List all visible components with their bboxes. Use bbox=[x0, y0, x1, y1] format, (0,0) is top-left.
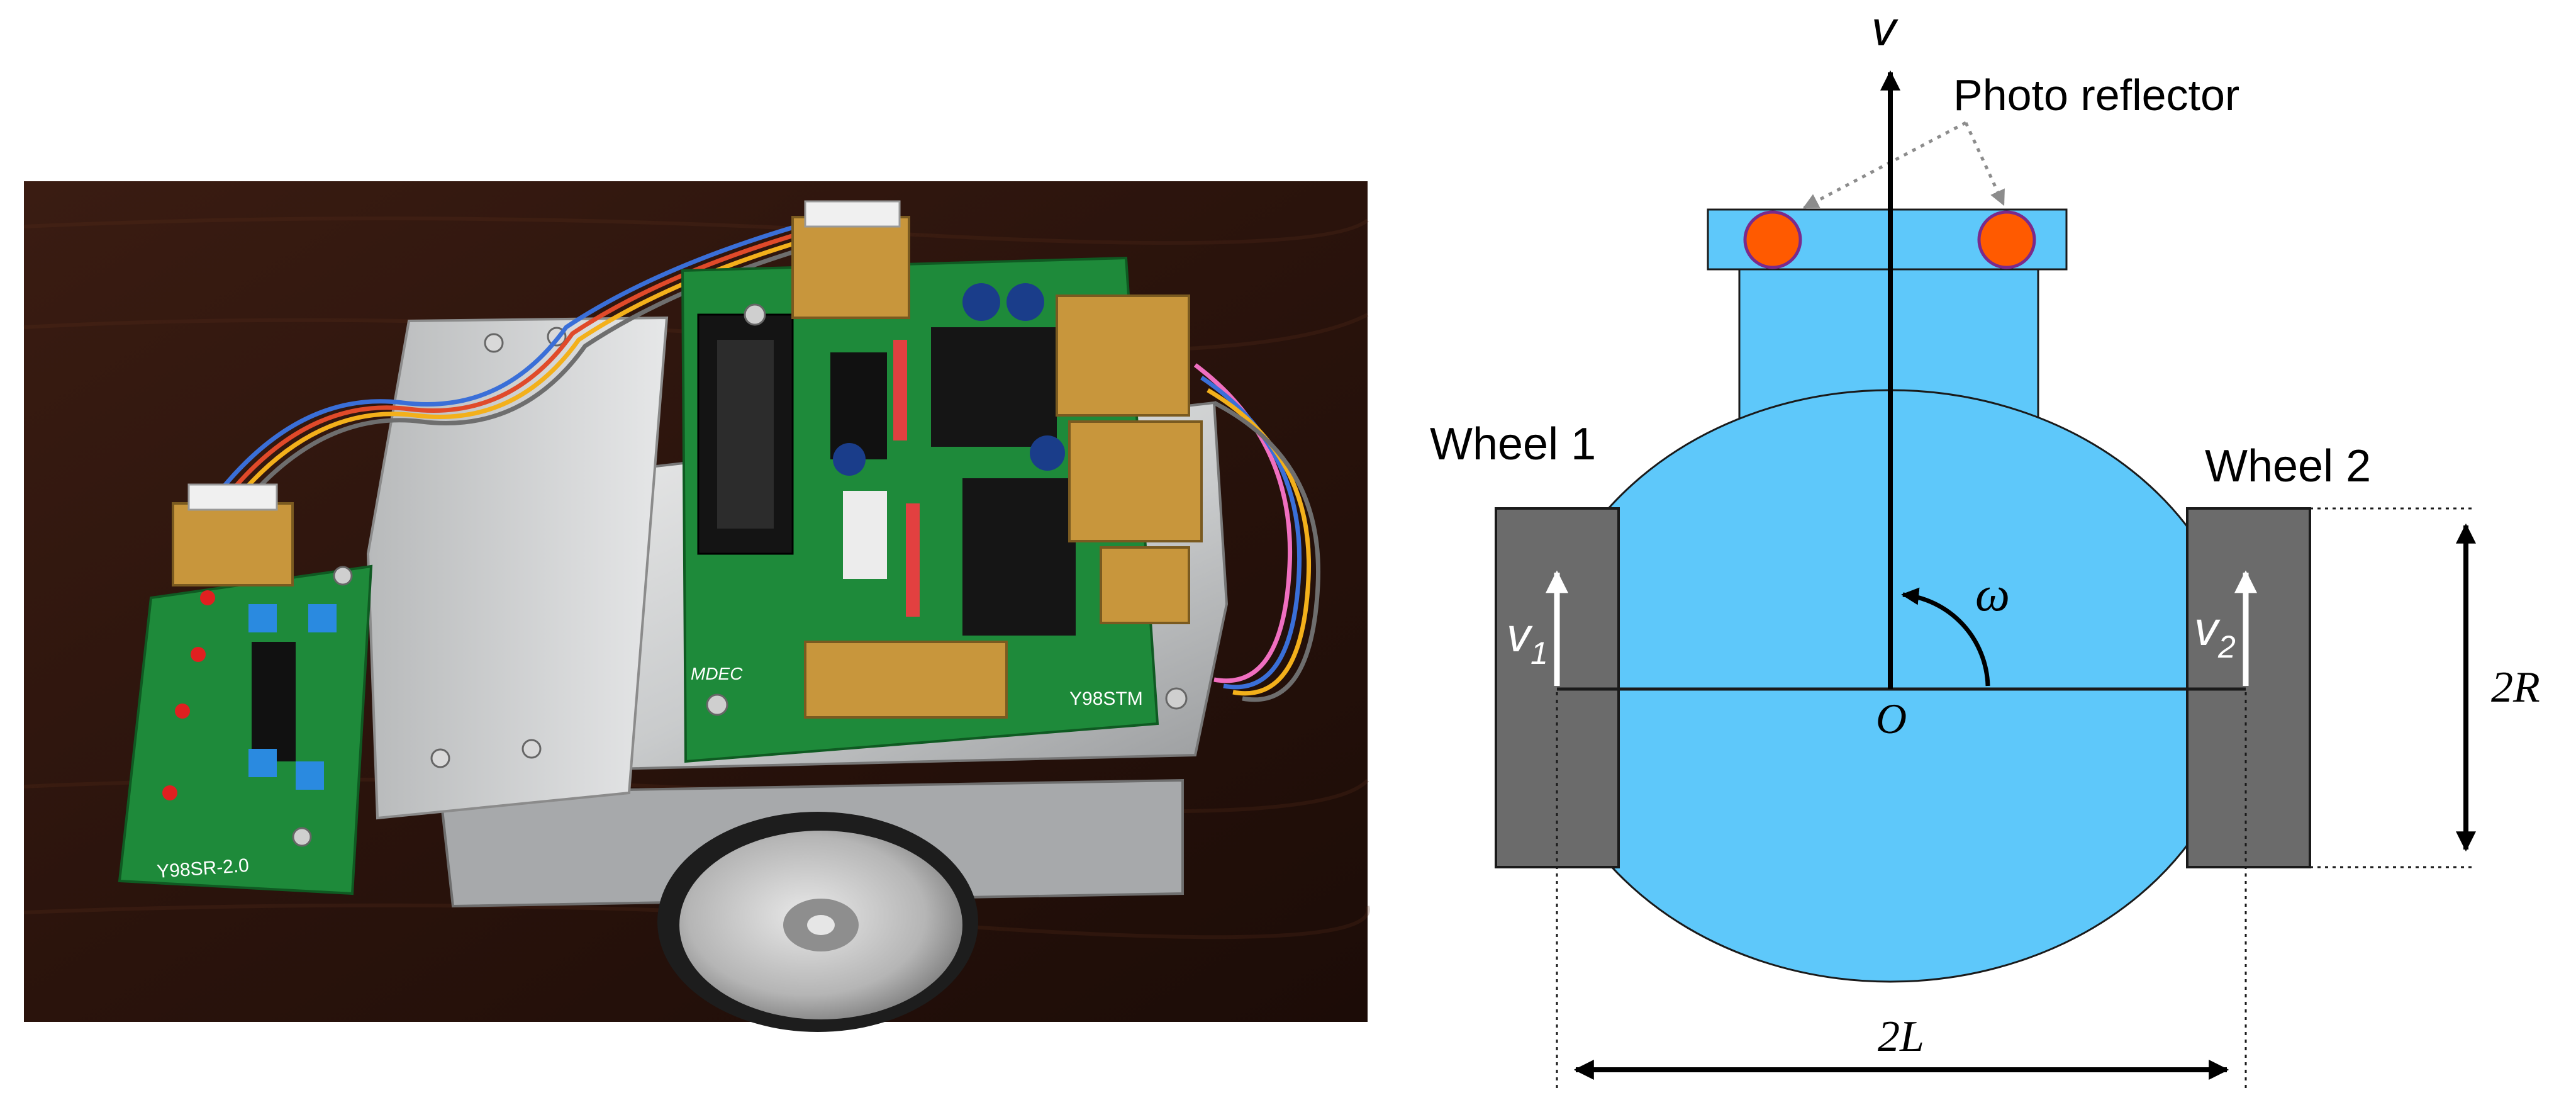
v1-label: v1 bbox=[1507, 609, 1548, 671]
wheel-1-label: Wheel 1 bbox=[1430, 419, 1596, 469]
photo-reflector-left bbox=[1743, 210, 1802, 269]
sensor-board: Y98SR-2.0 bbox=[118, 483, 373, 895]
photo-reflector-label: Photo reflector bbox=[1953, 70, 2239, 120]
main-board: MDEC Y98STM bbox=[681, 200, 1203, 763]
reflector-pointers bbox=[1802, 121, 2005, 210]
wheel-2-label: Wheel 2 bbox=[2205, 441, 2371, 491]
main-board-label: Y98STM bbox=[1069, 688, 1143, 709]
bracket-plate bbox=[366, 316, 669, 820]
velocity-label: v bbox=[1871, 1, 1899, 56]
omega-label: ω bbox=[1975, 566, 2010, 621]
omega-arrow bbox=[1901, 587, 1990, 687]
photo-reflector-right bbox=[1977, 210, 2036, 269]
robot-photo: Y98SR-2.0 bbox=[23, 181, 1370, 1032]
kinematic-diagram: Photo reflector Wheel 1 Wheel 2 v1 v2 v … bbox=[1430, 1, 2540, 1089]
v2-label: v2 bbox=[2194, 602, 2236, 665]
width-label: 2L bbox=[1878, 1012, 1924, 1061]
radius-label: 2R bbox=[2491, 663, 2540, 712]
dimension-2r bbox=[2310, 507, 2476, 868]
robot-wheel bbox=[657, 812, 978, 1032]
dimension-2l bbox=[1556, 692, 2247, 1089]
origin-label: O bbox=[1876, 695, 1907, 743]
main-board-logo: MDEC bbox=[691, 664, 743, 683]
